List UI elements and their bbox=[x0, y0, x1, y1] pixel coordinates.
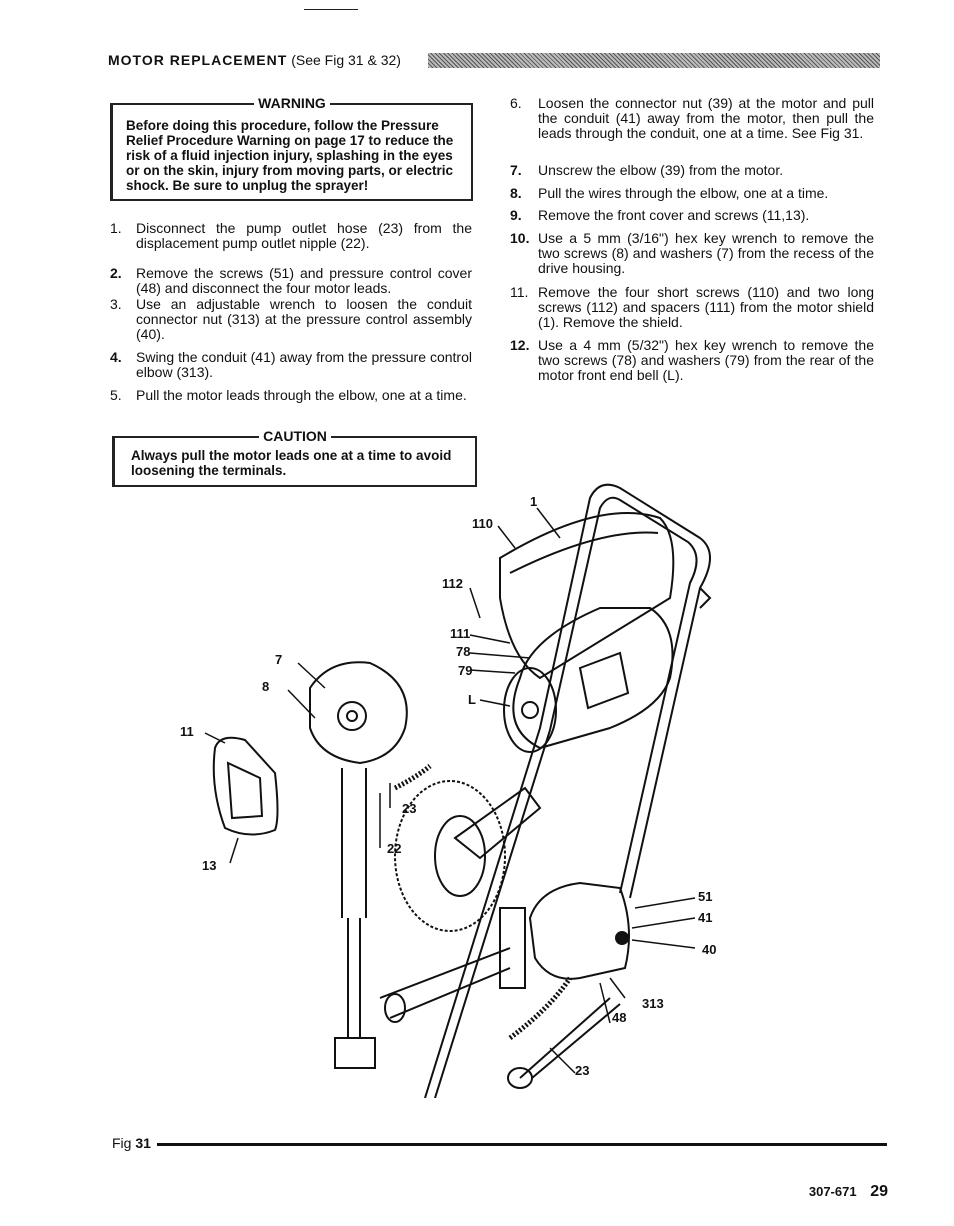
caution-box: CAUTION Always pull the motor leads one … bbox=[112, 428, 477, 487]
diagram-label: 23 bbox=[575, 1063, 589, 1078]
caution-title: CAUTION bbox=[259, 428, 331, 444]
doc-number: 307-671 bbox=[808, 1184, 857, 1199]
section-heading: MOTOR REPLACEMENT (See Fig 31 & 32) bbox=[108, 52, 401, 68]
diagram-label: 51 bbox=[698, 889, 712, 904]
warning-box: WARNING Before doing this procedure, fol… bbox=[110, 95, 473, 201]
front-cover bbox=[212, 736, 279, 836]
motor-end-bell bbox=[503, 667, 557, 753]
diagram-label: 41 bbox=[698, 910, 712, 925]
outlet-hose bbox=[393, 764, 432, 791]
exploded-view-diagram: 1 110 112 111 78 79 L 7 8 11 13 23 22 51… bbox=[180, 483, 716, 1098]
frame-bracket bbox=[453, 786, 542, 860]
pressure-control bbox=[528, 881, 630, 980]
section-ref: (See Fig 31 & 32) bbox=[291, 52, 401, 68]
diagram-label: 11 bbox=[180, 724, 194, 739]
diagram-label: 7 bbox=[275, 652, 282, 667]
motor-shield bbox=[499, 512, 675, 680]
diagram-label: L bbox=[468, 692, 476, 707]
filter bbox=[499, 907, 526, 989]
top-rule bbox=[304, 9, 358, 10]
diagram-label: 48 bbox=[612, 1010, 626, 1025]
figure-label: Fig bbox=[112, 1135, 132, 1151]
motor-body bbox=[512, 607, 674, 750]
page-footer: 307-671 29 bbox=[809, 1183, 888, 1201]
caution-text: Always pull the motor leads one at a tim… bbox=[131, 448, 452, 478]
cart-handle-inner bbox=[434, 496, 698, 1098]
diagram-label: 13 bbox=[202, 858, 216, 873]
figure-number: 31 bbox=[135, 1135, 151, 1151]
page-number: 29 bbox=[870, 1183, 888, 1200]
warning-title: WARNING bbox=[254, 95, 330, 111]
diagram-labels: 1 110 112 111 78 79 L 7 8 11 13 23 22 51… bbox=[180, 494, 716, 1078]
displacement-pump bbox=[341, 768, 367, 918]
warning-text: Before doing this procedure, follow the … bbox=[126, 118, 454, 193]
figure-caption: Fig 31 bbox=[112, 1135, 151, 1151]
diagram-label: 40 bbox=[702, 942, 716, 957]
diagram-label: 313 bbox=[642, 996, 664, 1011]
diagram-label: 111 bbox=[450, 626, 470, 641]
heading-shade-bar bbox=[428, 53, 880, 68]
diagram-label: 78 bbox=[456, 644, 470, 659]
supply-hose bbox=[508, 976, 573, 1040]
section-title: MOTOR REPLACEMENT bbox=[108, 52, 288, 68]
drive-housing bbox=[309, 661, 408, 765]
wheel bbox=[394, 780, 506, 932]
diagram-label: 23 bbox=[402, 801, 416, 816]
diagram-label: 8 bbox=[262, 679, 269, 694]
cart-handle-grip bbox=[699, 587, 712, 609]
diagram-label: 110 bbox=[472, 516, 493, 531]
diagram-label: 112 bbox=[442, 576, 463, 591]
diagram-label: 1 bbox=[530, 494, 537, 509]
diagram-label: 79 bbox=[458, 663, 472, 678]
cart-handle bbox=[424, 483, 711, 1098]
diagram-label: 22 bbox=[387, 841, 401, 856]
figure-rule bbox=[157, 1143, 887, 1146]
